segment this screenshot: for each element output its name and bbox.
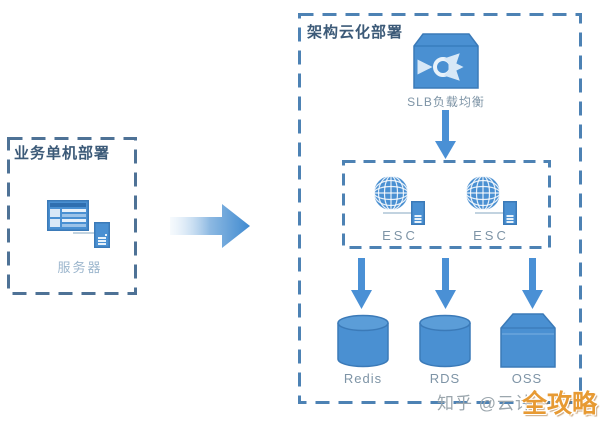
down-arrow-icon (351, 258, 372, 309)
rds-label: RDS (429, 371, 461, 386)
esc-label: ESC (473, 228, 509, 243)
server-tower-icon (94, 222, 110, 248)
single-machine-panel: 业务单机部署 服务器 (7, 137, 137, 295)
globe-icon (465, 175, 501, 211)
globe-icon (373, 175, 409, 211)
browser-window-icon (47, 200, 89, 231)
dashed-border (7, 137, 137, 295)
down-arrow-icon (435, 110, 456, 159)
cloud-panel-title: 架构云化部署 (307, 24, 404, 41)
cloud-panel: 架构云化部署 SLB负载均衡 (298, 13, 582, 404)
server-tower-icon (503, 201, 517, 225)
single-machine-panel-title: 业务单机部署 (14, 145, 111, 162)
watermark-source-text: 知乎 @云计 (437, 394, 533, 413)
slb-load-balancer-icon (413, 33, 479, 89)
rds-database-icon (419, 314, 471, 368)
server-label: 服务器 (57, 260, 103, 275)
dashed-border (342, 160, 551, 249)
redis-database-icon (337, 314, 389, 368)
esc-label: ESC (382, 228, 418, 243)
oss-label: OSS (511, 371, 543, 386)
transform-right-arrow-icon (170, 204, 250, 248)
down-arrow-icon (435, 258, 456, 309)
watermark-stamp-text: 全攻略 (522, 390, 598, 418)
slb-label: SLB负载均衡 (407, 95, 485, 109)
globe-server-connector (475, 212, 505, 214)
redis-label: Redis (343, 371, 383, 386)
browser-server-connector (73, 232, 95, 234)
server-tower-icon (411, 201, 425, 225)
esc-cluster-box (342, 160, 551, 249)
down-arrow-icon (522, 258, 543, 309)
dashed-border (298, 13, 582, 404)
globe-server-connector (383, 212, 413, 214)
oss-storage-icon (500, 313, 556, 368)
